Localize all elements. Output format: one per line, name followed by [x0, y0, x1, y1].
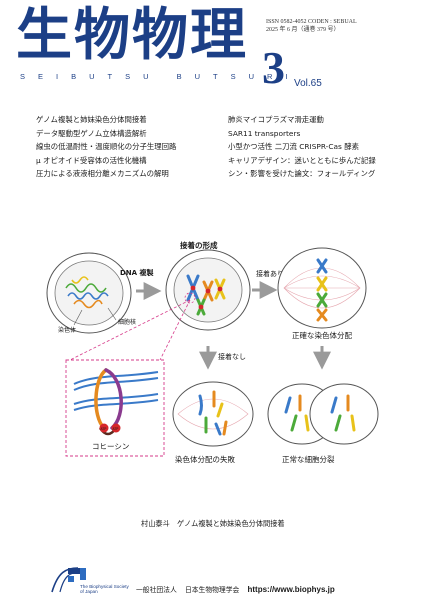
biophysical-society-logo [51, 567, 86, 593]
society-url[interactable]: https://www.biophys.jp [247, 585, 335, 594]
cell-correct-segregation [277, 247, 367, 329]
publisher: 一般社団法人 日本生物物理学会 https://www.biophys.jp [136, 584, 335, 594]
org-name: 日本生物物理学会 [184, 586, 240, 594]
issue-number: 3 [262, 42, 285, 93]
toc-item: μ オピオイド受容体の活性化機構 [36, 155, 147, 165]
toc-item: 線虫の低温耐性・温度順化の分子生理回路 [36, 142, 177, 152]
issn-line: ISSN 0582-4052 CODEN : SEBUAL [266, 19, 357, 25]
cell-normal-division [267, 383, 379, 445]
label-failed-segregation: 染色体分配の失敗 [175, 454, 235, 464]
toc-item: SAR11 transporters [228, 128, 301, 138]
society-name-line: of Japan [80, 589, 98, 595]
atp-label: ATP [101, 427, 107, 431]
cover-illustration: 細胞核 染色体 DNA 複製 接着の形成 接着あり 正確な染色体分配 接着なし [46, 240, 379, 464]
toc-left-column: ゲノム複製と姉妹染色分体間接着 データ駆動型ゲノム立体構造解析 線虫の低温耐性・… [36, 113, 176, 181]
zoom-origin-marker [184, 292, 196, 304]
zoom-line [159, 299, 191, 361]
journal-title: 生物物理 [16, 3, 248, 68]
cover-title: ゲノム複製と姉妹染色分体間接着 [177, 519, 285, 528]
toc-item: 圧力による液液相分離メカニズムの解明 [36, 169, 169, 179]
label-cohesion-no: 接着なし [218, 352, 246, 361]
masthead: 生物物理 SEIBUTSU BUTSURI ISSN 0582-4052 COD… [0, 0, 430, 110]
label-chromosome: 染色体 [58, 326, 76, 334]
cover-author: 村山泰斗 [141, 519, 170, 528]
society-name-en: The Biophysical Society of Japan [80, 584, 129, 595]
cohesin-inset: ATP ATP [65, 359, 165, 457]
label-correct-segregation: 正確な染色体分配 [292, 330, 352, 340]
cell-failed-segregation [172, 381, 254, 447]
toc-item: ゲノム複製と姉妹染色分体間接着 [36, 115, 147, 124]
label-normal-division: 正常な細胞分裂 [282, 454, 335, 464]
cell-cohesion-formation [165, 249, 251, 331]
toc-item: 小型かつ活性 二刀流 CRISPR-Cas 酵素 [228, 142, 360, 152]
issn-block: ISSN 0582-4052 CODEN : SEBUAL 2025 年 6 月… [266, 18, 357, 34]
toc-item: キャリアデザイン：迷いとともに歩んだ記録 [228, 155, 376, 165]
zoom-line [69, 299, 191, 361]
label-nucleus: 細胞核 [118, 318, 136, 326]
toc-item: データ駆動型ゲノム立体構造解析 [36, 128, 147, 138]
label-cohesin: コヒーシン [92, 442, 129, 451]
label-dna-replication: DNA 複製 [120, 268, 154, 277]
atp-label: ATP [113, 427, 119, 431]
volume-label: Vol.65 [294, 78, 322, 89]
issue-date-line: 2025 年 6 月（通巻 379 号） [266, 27, 340, 33]
society-name-line: The Biophysical Society [80, 584, 129, 589]
journal-title-romanized: SEIBUTSU BUTSURI [20, 72, 301, 81]
toc-right-column: 肺炎マイコプラズマ滑走運動 SAR11 transporters 小型かつ活性 … [228, 113, 376, 181]
toc-item: 肺炎マイコプラズマ滑走運動 [228, 115, 324, 124]
org-type: 一般社団法人 [136, 586, 177, 594]
label-cohesion-yes: 接着あり [256, 269, 284, 278]
label-cohesion-formation: 接着の形成 [180, 240, 218, 250]
toc-item: シン・影響を受けた論文：フォールディング [228, 169, 376, 179]
cell-before-replication [46, 252, 132, 334]
